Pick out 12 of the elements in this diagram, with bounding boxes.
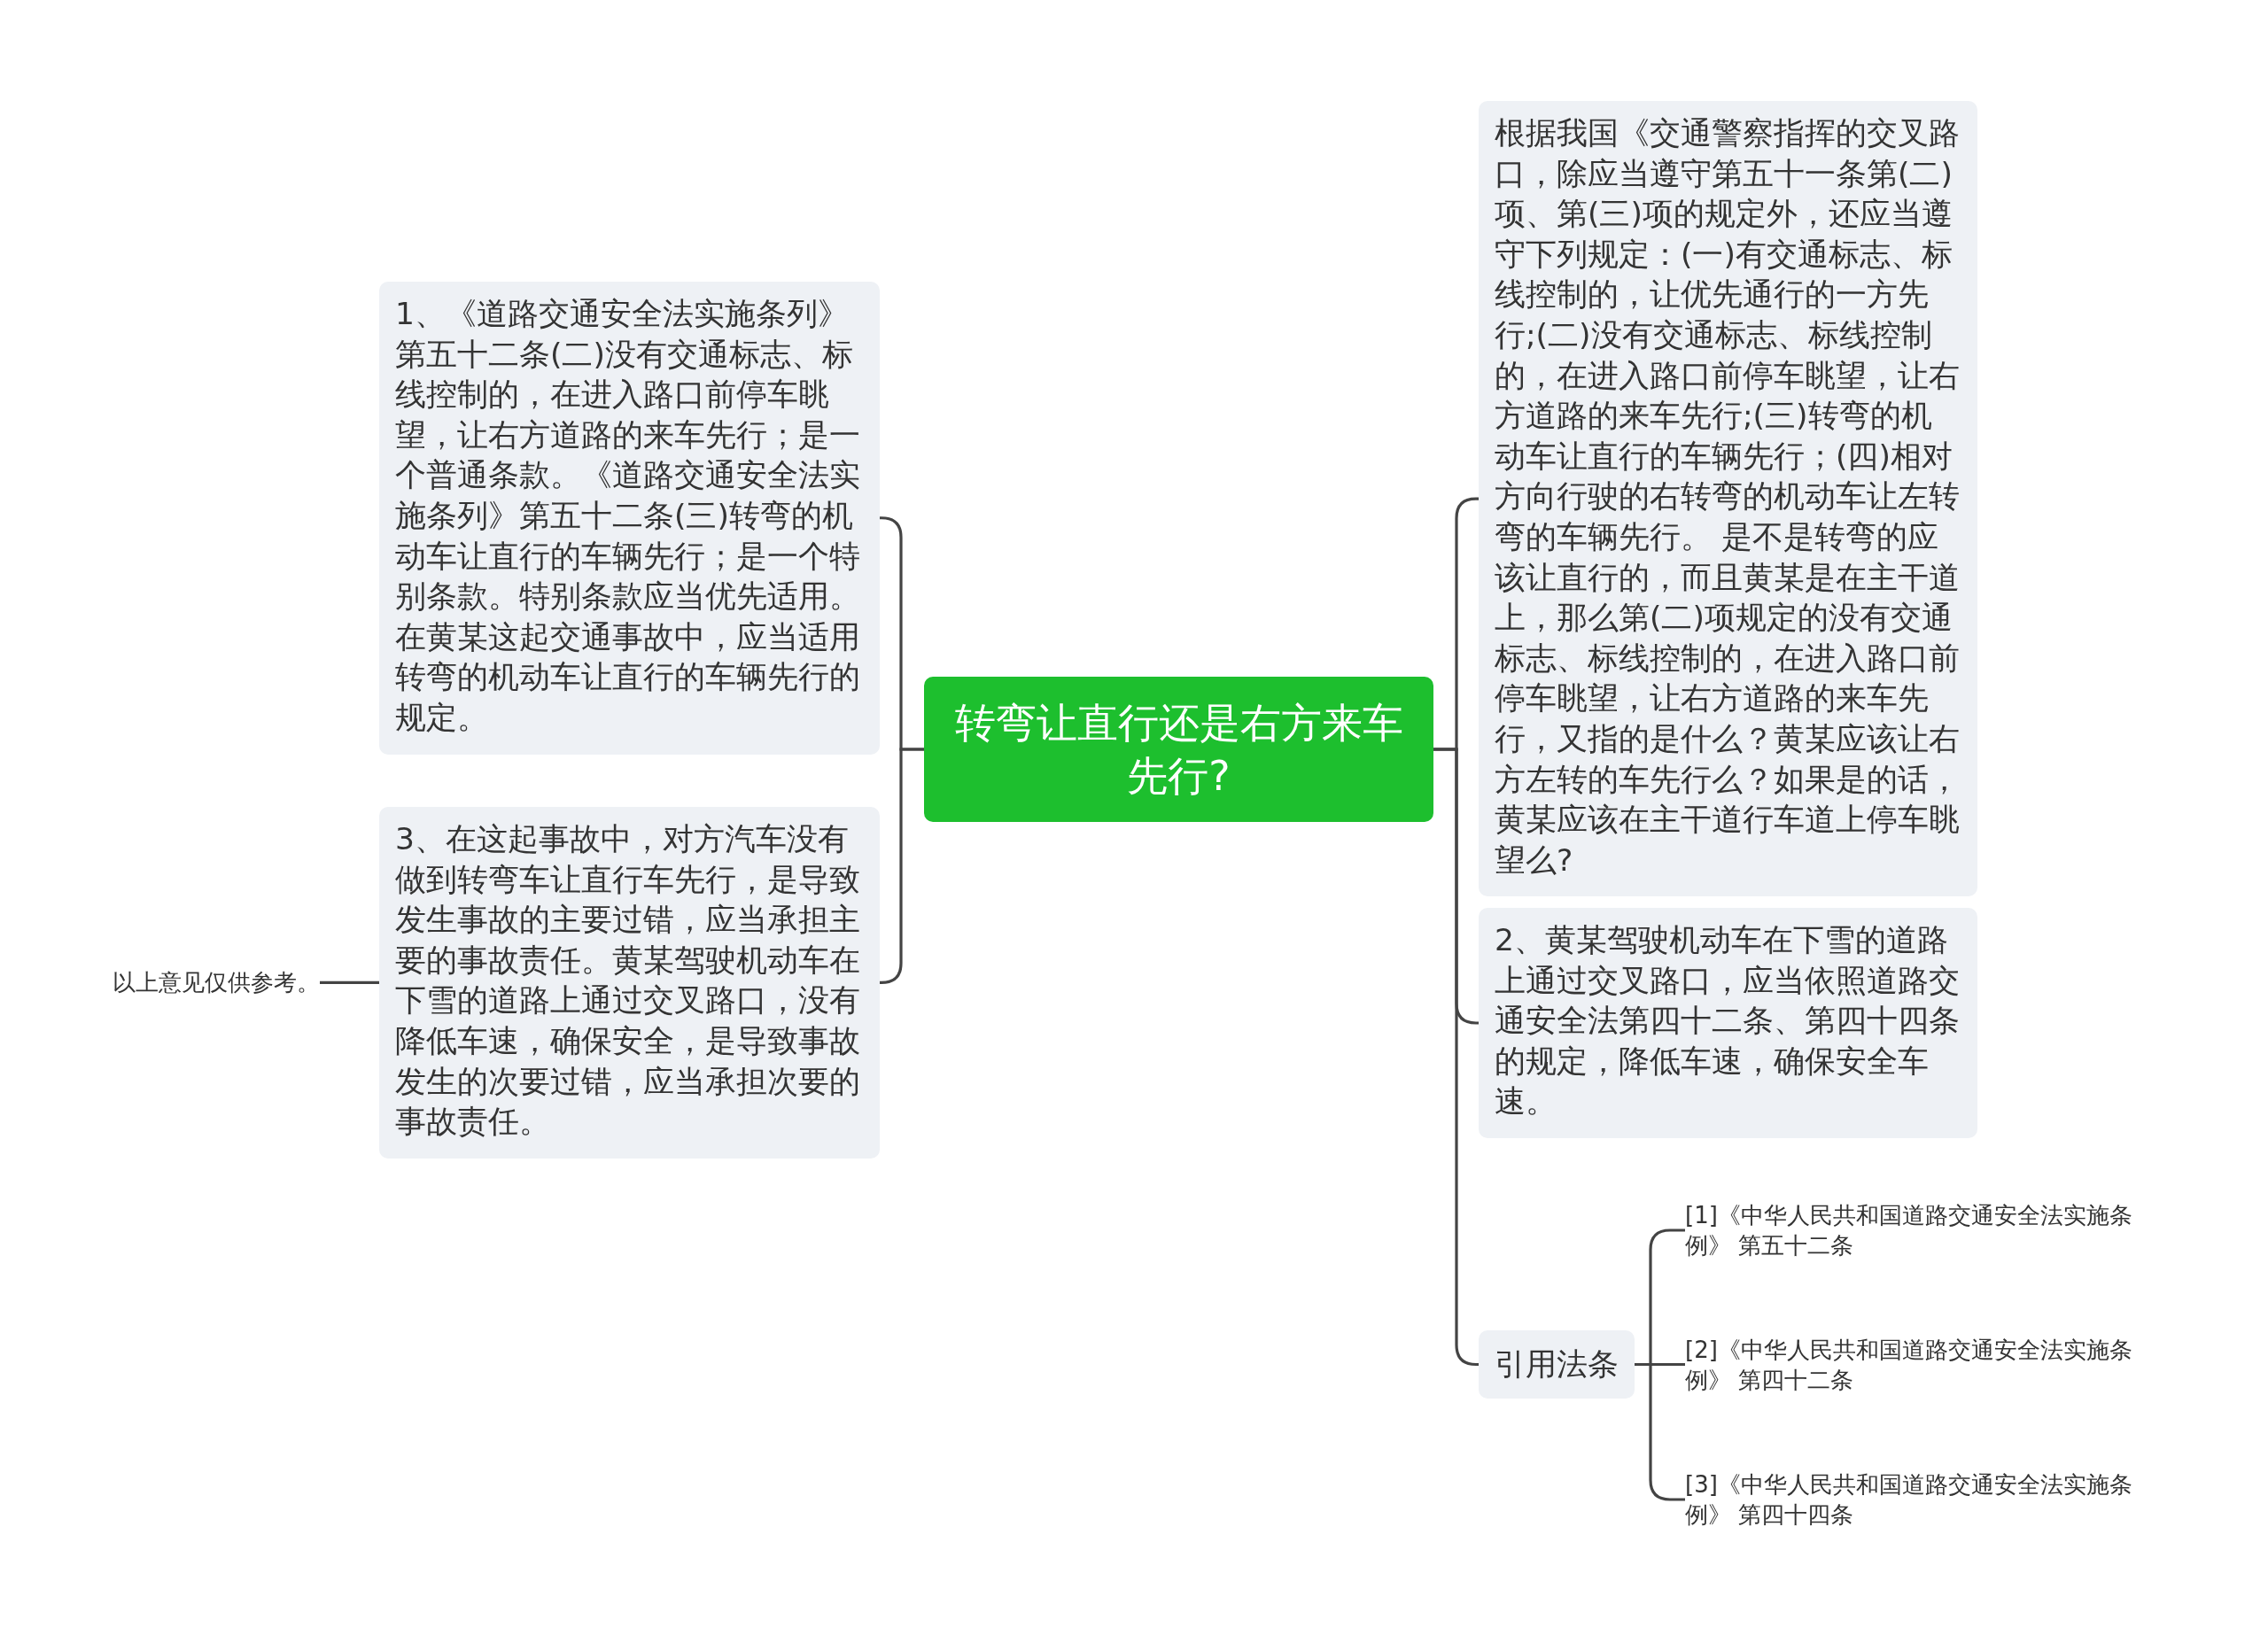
- topic-box: 根据我国《交通警察指挥的交叉路口，除应当遵守第五十一条第(二)项、第(三)项的规定外，还应当遵守下列规定：(一)有交通标志、标线控制的，让优先通行的一方先行;(二)没有交通标志、标线控制的，在进入路口前停车眺望，让右方道路的来车先行;(三)转弯的机动车让直行的车辆先行；(四)相对方向行驶的右转弯的机动车让左转弯的车辆先行。 是不是转弯的应该让直行的，而且黄某是在主干道上，那么第(二)项规定的没有交通标志、标线控制的，在进入路口前停车眺望，让右方道路的来车先行，又指的是什么？黄某应该让右方左转的车先行么？如果是的话，黄某应该在主干道行车道上停车眺望么?: [1479, 101, 1977, 897]
- reference-text: [1]《中华人民共和国道路交通安全法实施条例》 第五十二条: [1685, 1200, 2155, 1260]
- topic-box: 引用法条: [1479, 1330, 1635, 1399]
- topic-box: 3、在这起事故中，对方汽车没有做到转弯车让直行车先行，是导致发生事故的主要过错，应当承担主要的事故责任。黄某驾驶机动车在下雪的道路上通过交叉路口，没有降低车速，确保安全，是导致事故发生的次要过错，应当承担次要的事故责任。: [379, 807, 880, 1159]
- note-text: 以上意见仅供参考。: [113, 967, 320, 997]
- topic-box: 2、黄某驾驶机动车在下雪的道路上通过交叉路口，应当依照道路交通安全法第四十二条、第四十四条的规定，降低车速，确保安全车速。: [1479, 908, 1977, 1138]
- connector-line: [1635, 1362, 1685, 1501]
- reference-text: [3]《中华人民共和国道路交通安全法实施条例》 第四十四条: [1685, 1469, 2155, 1530]
- topic-box: 1、《道路交通安全法实施条列》第五十二条(二)没有交通标志、标线控制的，在进入路口前停车眺望，让右方道路的来车先行；是一个普通条款。《道路交通安全法实施条列》第五十二条(三)转弯的机动车让直行的车辆先行；是一个特别条款。特别条款应当优先适用。在黄某这起交通事故中，应当适用转弯的机动车让直行的车辆先行的规定。: [379, 282, 880, 755]
- connector-line: [320, 980, 379, 984]
- central-topic-box: 转弯让直行还是右方来车先行?: [924, 677, 1433, 822]
- reference-text: [2]《中华人民共和国道路交通安全法实施条例》 第四十二条: [1685, 1335, 2155, 1395]
